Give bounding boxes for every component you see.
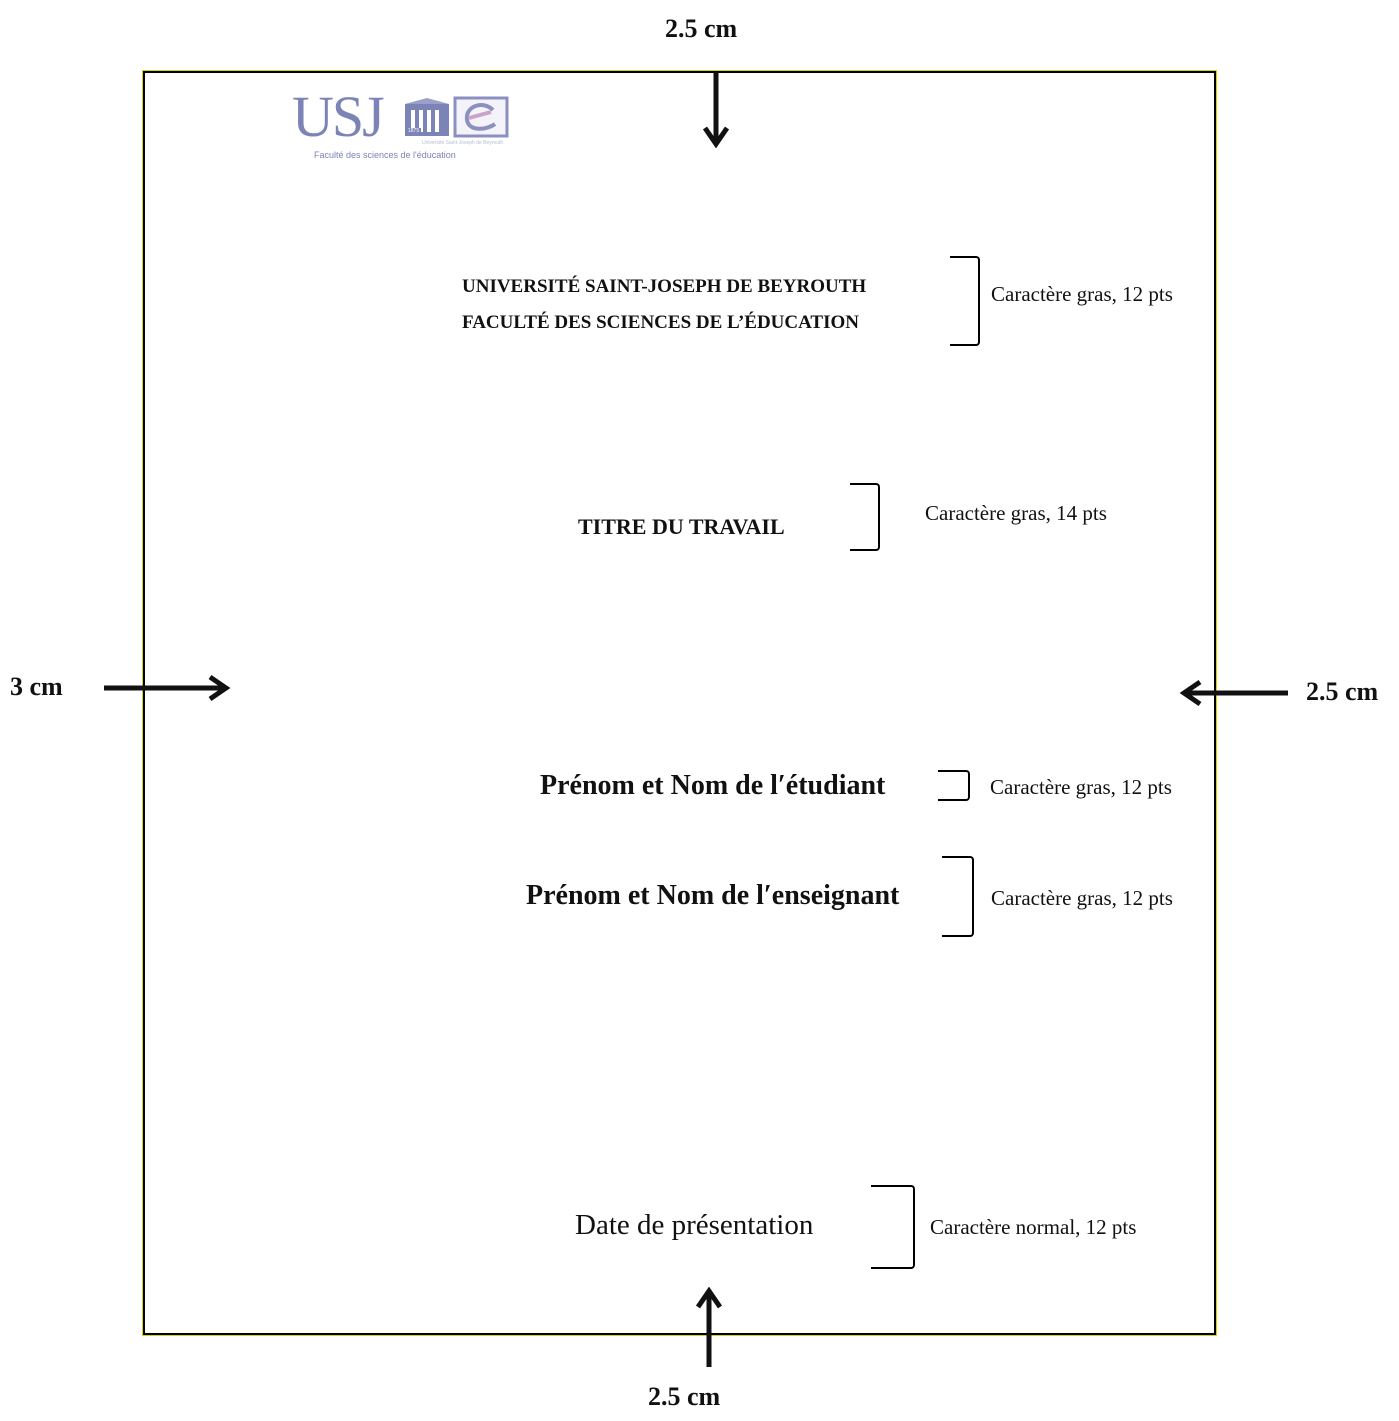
logo-letters: USJ bbox=[292, 84, 385, 149]
date-bracket bbox=[871, 1185, 915, 1269]
teacher-name: Prénom et Nom de l′enseignant bbox=[526, 880, 900, 911]
logo-subtitle: Faculté des sciences de l'éducation bbox=[314, 150, 456, 160]
header-note: Caractère gras, 12 pts bbox=[991, 282, 1173, 306]
bottom-margin-label: 2.5 cm bbox=[648, 1382, 721, 1411]
logo-building-icon bbox=[405, 98, 449, 141]
logo-small-text: Université Saint-Joseph de Beyrouth bbox=[422, 140, 504, 146]
title-note: Caractère gras, 14 pts bbox=[925, 501, 1107, 525]
left-margin-label: 3 cm bbox=[10, 672, 63, 701]
arrow-left-icon bbox=[1178, 678, 1290, 708]
header-line-2: FACULTÉ DES SCIENCES DE L’ÉDUCATION bbox=[462, 312, 859, 333]
arrow-right-icon bbox=[102, 673, 232, 703]
student-bracket bbox=[938, 770, 970, 801]
title-bracket bbox=[850, 483, 880, 551]
date-note: Caractère normal, 12 pts bbox=[930, 1215, 1137, 1239]
work-title: TITRE DU TRAVAIL bbox=[578, 514, 785, 539]
header-bracket bbox=[950, 256, 980, 346]
title-page-frame bbox=[143, 71, 1216, 1335]
presentation-date: Date de présentation bbox=[575, 1209, 814, 1241]
usj-logo: USJ 1875 Université Saint-Joseph de Beyr… bbox=[290, 88, 520, 168]
right-margin-label: 2.5 cm bbox=[1306, 677, 1379, 706]
logo-badge: 1875 bbox=[406, 128, 422, 134]
logo-e-icon bbox=[453, 96, 509, 143]
teacher-bracket bbox=[942, 856, 974, 937]
top-margin-label: 2.5 cm bbox=[665, 14, 738, 43]
student-name: Prénom et Nom de l′étudiant bbox=[540, 770, 886, 801]
teacher-note: Caractère gras, 12 pts bbox=[991, 886, 1173, 910]
arrow-down-icon bbox=[703, 70, 729, 148]
header-line-1: UNIVERSITÉ SAINT-JOSEPH DE BEYROUTH bbox=[462, 276, 867, 297]
arrow-up-icon bbox=[696, 1287, 722, 1369]
student-note: Caractère gras, 12 pts bbox=[990, 775, 1172, 799]
